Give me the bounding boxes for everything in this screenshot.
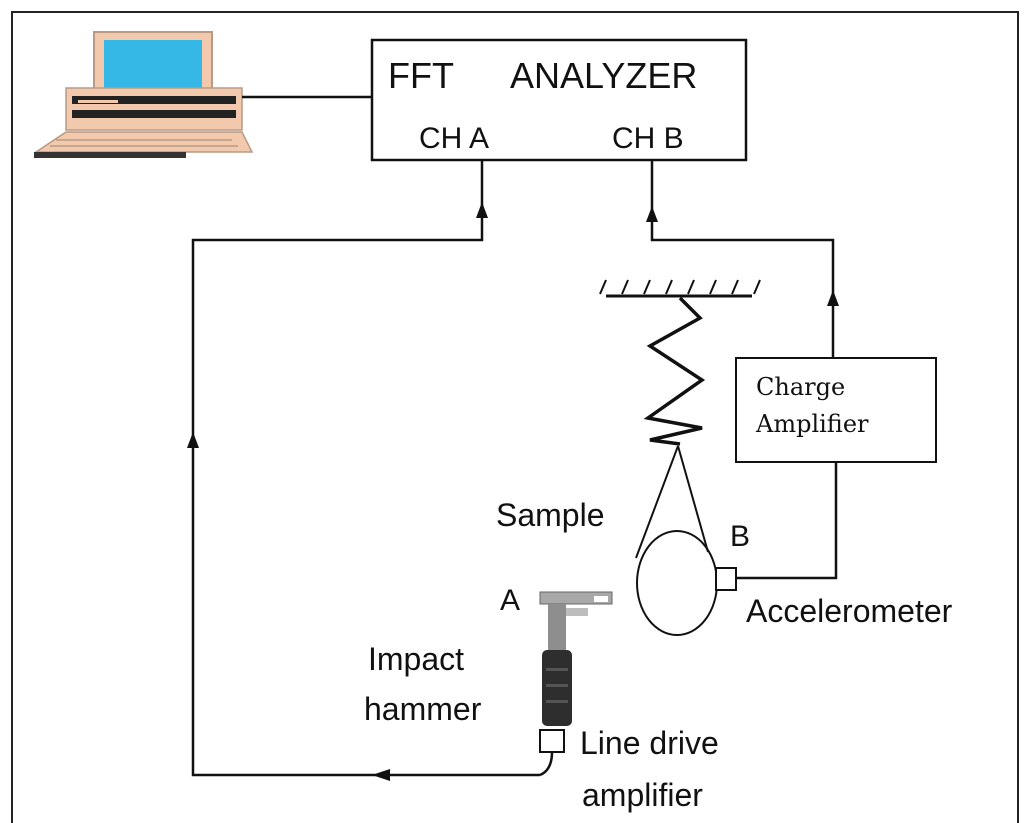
channel-a-label: CH A	[419, 122, 489, 155]
spring-icon	[643, 296, 706, 446]
bottom-wire-arrow	[372, 769, 390, 781]
channel-b-label: CH B	[612, 122, 684, 155]
line-drive-lead	[539, 751, 554, 777]
ceiling-mount-icon	[599, 279, 761, 298]
accelerometer-wire	[736, 462, 838, 580]
accelerometer-label: Accelerometer	[746, 593, 953, 629]
channel-a-arrow	[476, 202, 488, 218]
analyzer-title-part1: FFT	[388, 55, 454, 96]
channel-a-wire	[191, 160, 540, 777]
analyzer-title-part2: ANALYZER	[510, 55, 697, 96]
channel-b-arrow	[646, 206, 658, 222]
impact-hammer-icon	[539, 591, 613, 726]
point-b-label: B	[730, 520, 750, 553]
impact-hammer-line1: Impact	[368, 641, 464, 677]
charge-amplifier-line2: Amplifier	[755, 410, 869, 438]
line-drive-label-line2: amplifier	[582, 777, 703, 813]
diagram-frame	[11, 11, 1019, 823]
fft-analyzer-box	[370, 38, 748, 162]
left-wire-arrow	[187, 432, 199, 448]
accelerometer-sensor	[715, 567, 737, 591]
charge-amplifier-box	[735, 357, 937, 463]
line-drive-label-line1: Line drive	[580, 725, 719, 761]
computer-icon	[33, 31, 254, 158]
charge-amp-output-arrow	[827, 290, 839, 306]
sample-icon	[635, 445, 718, 636]
line-drive-amplifier-box	[539, 729, 565, 753]
point-a-label: A	[500, 584, 520, 617]
sample-label: Sample	[496, 497, 605, 533]
impact-hammer-line2: hammer	[364, 691, 482, 727]
charge-amplifier-line1: Charge	[756, 373, 845, 401]
